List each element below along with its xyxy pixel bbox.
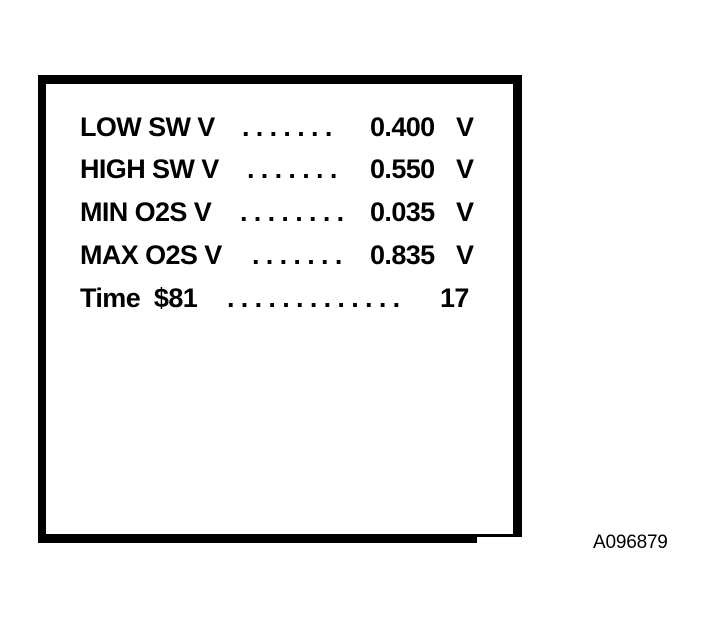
scan-tool-display-frame	[38, 75, 522, 543]
data-row-low-sw-v: LOW SW V . . . . . . . 0.400 V	[80, 110, 480, 144]
row-value: 0.400	[370, 112, 435, 142]
row-value: 17	[440, 283, 469, 313]
row-dots: . . . . . . .	[252, 240, 342, 270]
frame-notch	[477, 535, 522, 543]
row-label: MAX O2S V	[80, 240, 222, 270]
row-dots: . . . . . . .	[247, 154, 337, 184]
row-unit: V	[456, 197, 474, 227]
row-label: LOW SW V	[80, 112, 215, 142]
row-label: MIN O2S V	[80, 197, 212, 227]
row-unit: V	[456, 112, 474, 142]
row-unit: V	[456, 240, 474, 270]
data-row-min-o2s-v: MIN O2S V . . . . . . . . 0.035 V	[80, 195, 480, 229]
row-label: HIGH SW V	[80, 154, 219, 184]
row-dots: . . . . . . . . . . . . .	[227, 283, 400, 313]
figure-id-label: A096879	[593, 532, 668, 553]
row-label: Time $81	[80, 283, 198, 313]
frame-notch-line	[477, 535, 522, 537]
data-row-max-o2s-v: MAX O2S V . . . . . . . 0.835 V	[80, 238, 480, 272]
row-dots: . . . . . . .	[242, 112, 332, 142]
data-row-time: Time $81 . . . . . . . . . . . . . 17	[80, 281, 480, 315]
row-value: 0.035	[370, 197, 435, 227]
row-value: 0.550	[370, 154, 435, 184]
row-unit: V	[456, 154, 474, 184]
row-value: 0.835	[370, 240, 435, 270]
data-row-high-sw-v: HIGH SW V . . . . . . . 0.550 V	[80, 152, 480, 186]
row-dots: . . . . . . . .	[240, 197, 344, 227]
